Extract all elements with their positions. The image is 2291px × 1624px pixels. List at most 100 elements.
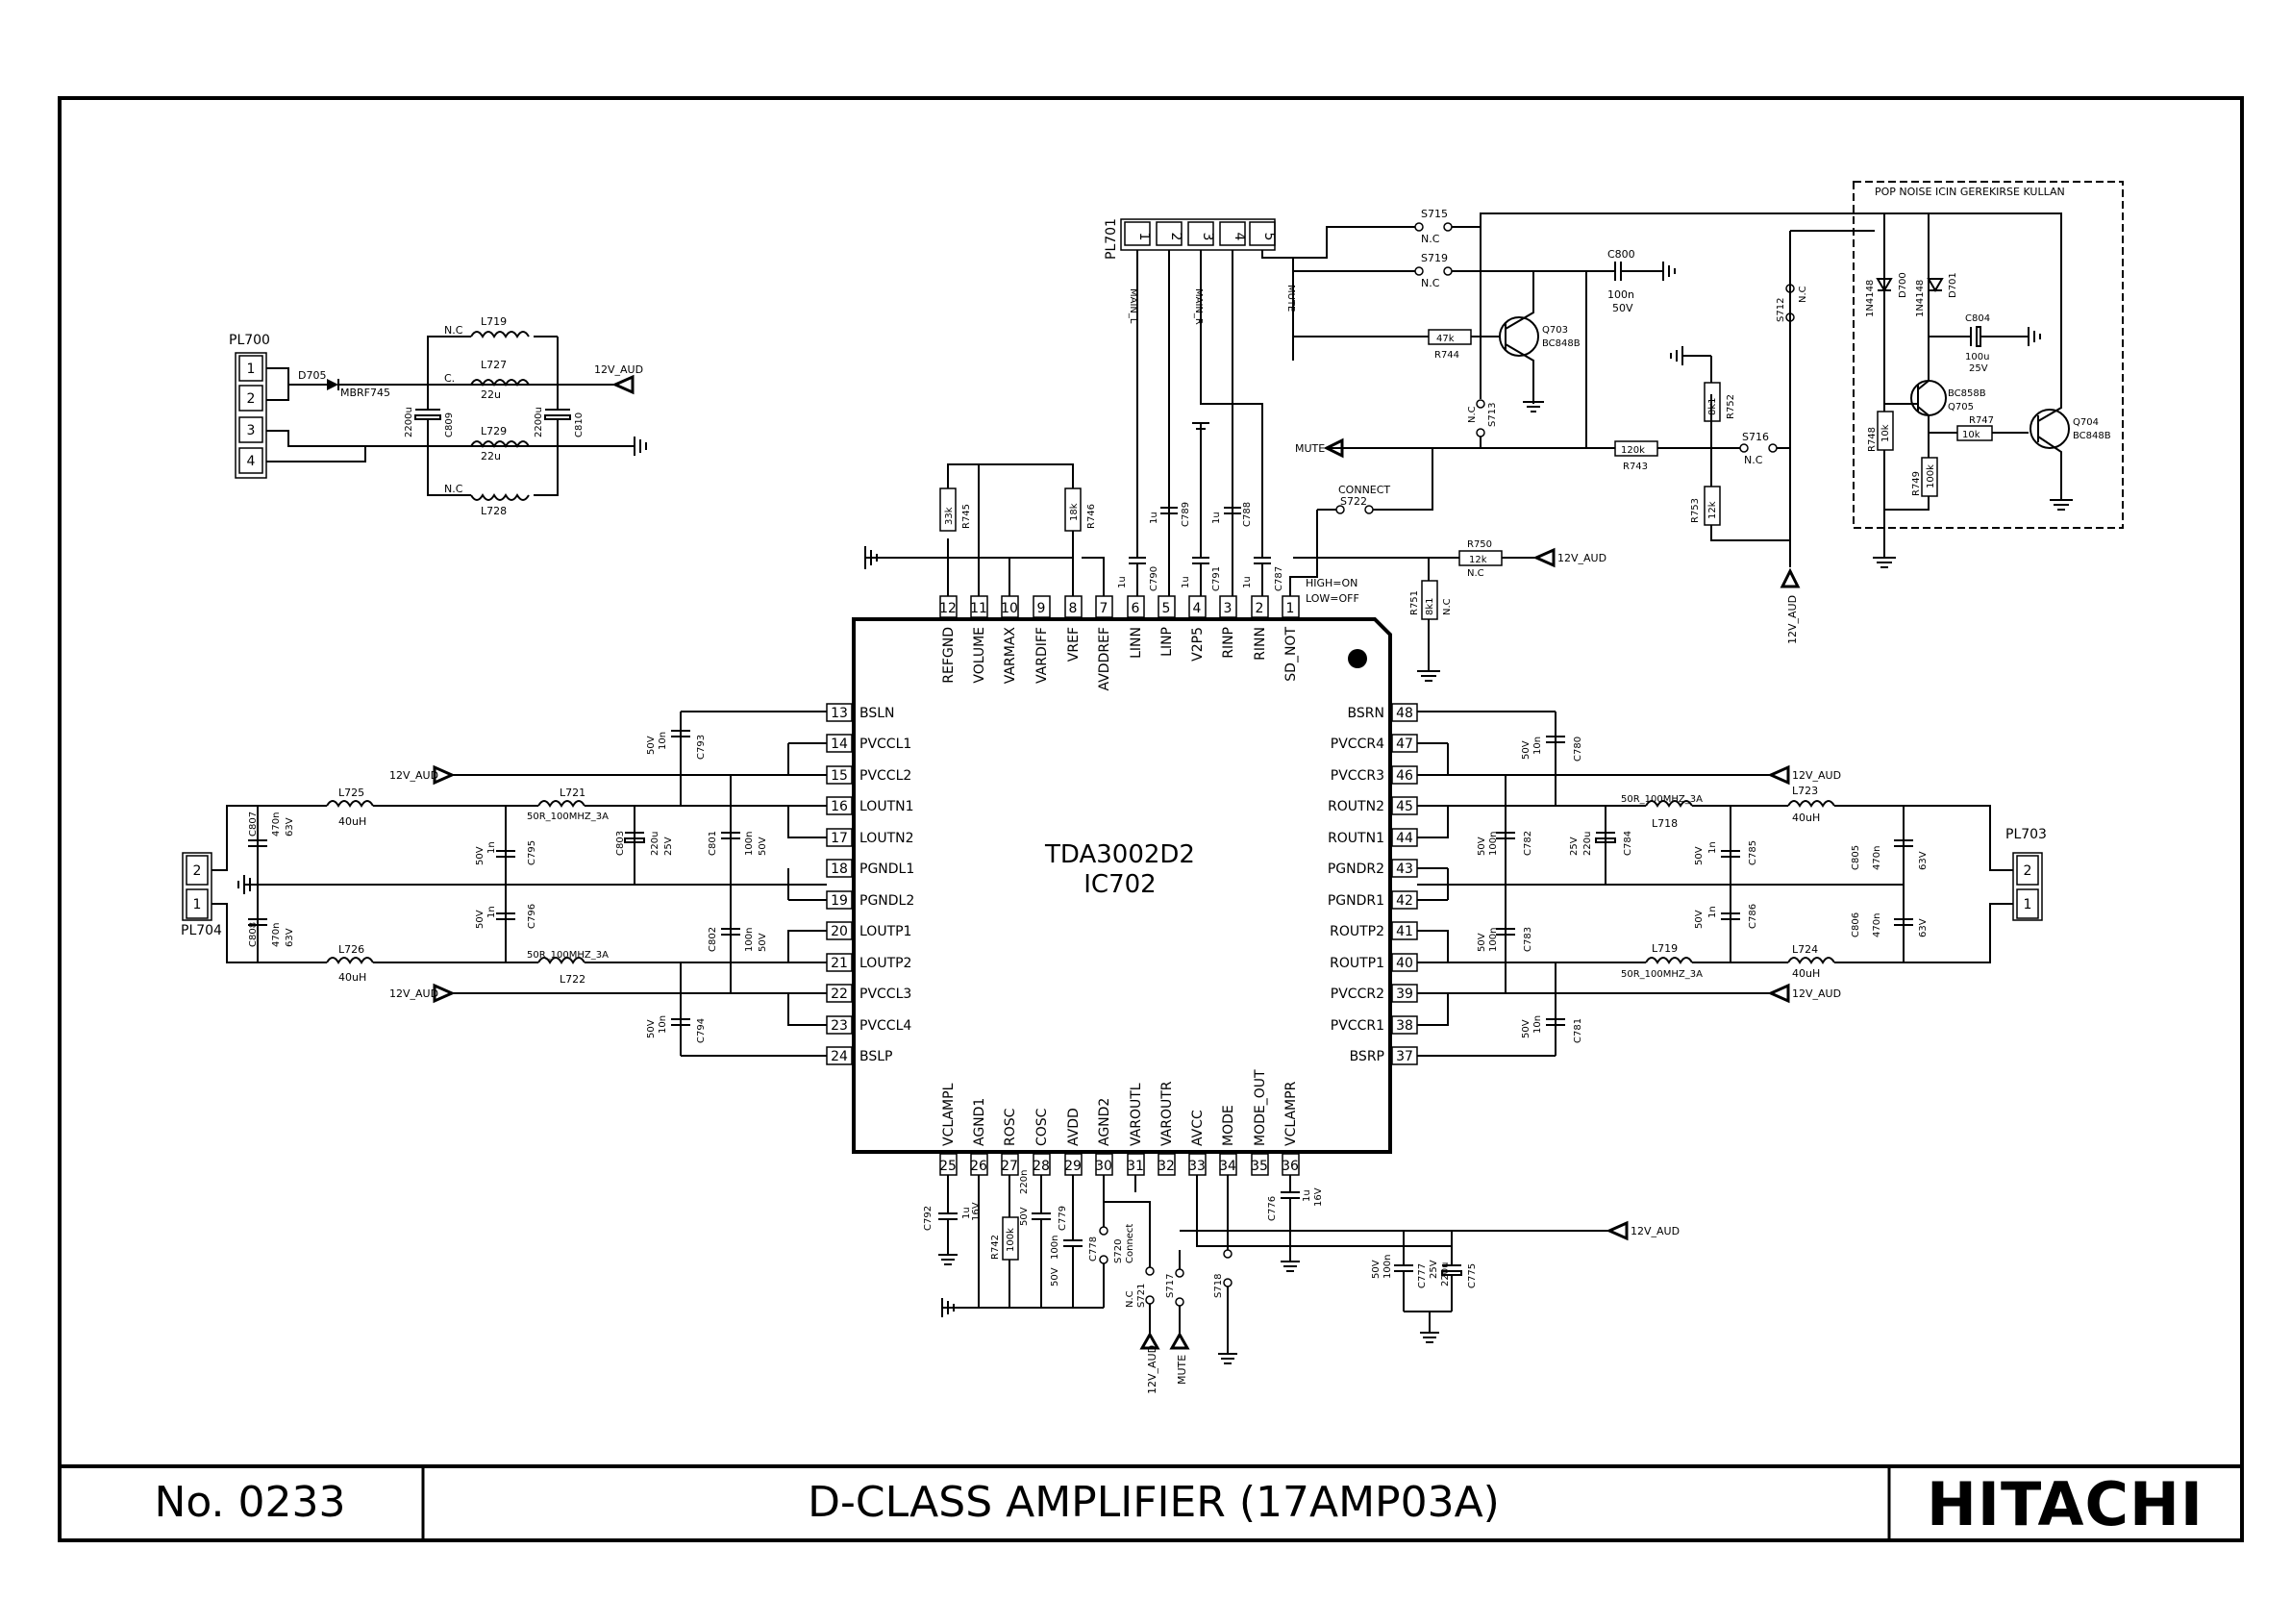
right-output-section: 2 1 PL703 C805 470n 63V C806 470n 63V L7… (1417, 711, 2047, 1057)
l719-ferrite (1645, 957, 1693, 964)
svg-text:BSLP: BSLP (859, 1049, 893, 1064)
svg-text:R752: R752 (1726, 394, 1736, 419)
c810-cap (544, 385, 571, 446)
svg-text:N.C: N.C (1125, 1290, 1135, 1308)
svg-text:C803: C803 (615, 831, 626, 856)
svg-text:C788: C788 (1242, 502, 1253, 527)
ic-reference: IC702 (1083, 870, 1156, 899)
svg-text:1: 1 (1286, 601, 1295, 616)
svg-text:N.C: N.C (1467, 568, 1484, 579)
svg-text:RINP: RINP (1221, 627, 1236, 659)
svg-text:10n: 10n (658, 1015, 668, 1034)
svg-text:L729: L729 (481, 425, 507, 437)
svg-text:17: 17 (831, 831, 848, 846)
svg-text:C781: C781 (1573, 1018, 1583, 1043)
svg-text:22u: 22u (481, 450, 501, 462)
svg-text:L719: L719 (481, 315, 507, 328)
svg-text:12V_AUD: 12V_AUD (1557, 552, 1606, 564)
svg-text:40uH: 40uH (338, 815, 366, 828)
svg-text:470n: 470n (271, 812, 282, 837)
svg-text:43: 43 (1396, 862, 1413, 877)
svg-text:C809: C809 (444, 412, 455, 437)
ic702-body (852, 617, 1392, 1154)
svg-text:13: 13 (831, 706, 848, 721)
brand-logo: HITACHI (1927, 1469, 2204, 1539)
svg-text:Q704: Q704 (2073, 417, 2099, 428)
svg-text:470n: 470n (1872, 846, 1882, 870)
svg-text:PGNDR2: PGNDR2 (1328, 862, 1384, 877)
svg-text:AVDD: AVDD (1066, 1108, 1082, 1146)
svg-text:N.C: N.C (1467, 406, 1478, 423)
svg-text:2: 2 (193, 863, 202, 879)
sheet-border (58, 96, 2244, 1542)
l727-coil (470, 379, 530, 387)
svg-text:C775: C775 (1467, 1263, 1478, 1288)
svg-text:CONNECT: CONNECT (1338, 484, 1390, 496)
svg-text:R744: R744 (1434, 350, 1459, 361)
svg-text:VOLUME: VOLUME (972, 627, 987, 684)
svg-text:50V: 50V (646, 736, 657, 755)
svg-text:S712: S712 (1776, 298, 1786, 322)
svg-text:ROUTN1: ROUTN1 (1328, 831, 1384, 846)
svg-text:6: 6 (1132, 601, 1140, 616)
svg-text:40uH: 40uH (1792, 812, 1820, 824)
svg-text:MODE: MODE (1221, 1105, 1236, 1146)
svg-text:VREF: VREF (1066, 627, 1082, 662)
pl703-connector (2012, 852, 2043, 921)
svg-text:R742: R742 (990, 1235, 1001, 1260)
svg-text:R749: R749 (1911, 471, 1922, 496)
svg-text:R751: R751 (1409, 590, 1420, 615)
svg-text:39: 39 (1396, 987, 1413, 1002)
svg-text:C804: C804 (1965, 313, 1990, 324)
svg-text:100n: 100n (1050, 1236, 1060, 1260)
svg-text:12k: 12k (1707, 501, 1718, 519)
svg-text:10n: 10n (1532, 737, 1543, 755)
svg-text:2: 2 (2024, 863, 2032, 879)
svg-text:S717: S717 (1165, 1274, 1176, 1298)
svg-text:100n: 100n (1382, 1255, 1393, 1279)
svg-text:C777: C777 (1417, 1263, 1428, 1288)
svg-text:120k: 120k (1621, 445, 1645, 456)
svg-text:50V: 50V (1050, 1267, 1060, 1287)
svg-text:22u: 22u (481, 388, 501, 401)
svg-text:AVDDREF: AVDDREF (1097, 627, 1112, 690)
svg-text:D700: D700 (1898, 272, 1908, 298)
svg-text:8k1: 8k1 (1425, 597, 1435, 615)
svg-text:35: 35 (1251, 1159, 1268, 1174)
svg-text:1u: 1u (1117, 576, 1128, 588)
svg-text:220u: 220u (1440, 1262, 1451, 1287)
svg-text:50R_100MHZ_3A: 50R_100MHZ_3A (527, 812, 609, 822)
svg-text:5: 5 (1162, 601, 1171, 616)
svg-text:ROUTP1: ROUTP1 (1330, 956, 1384, 971)
svg-text:L728: L728 (481, 505, 507, 517)
svg-text:8: 8 (1069, 601, 1078, 616)
svg-text:50V: 50V (1019, 1207, 1030, 1226)
svg-text:RINN: RINN (1253, 627, 1268, 661)
svg-text:N.C: N.C (1798, 286, 1808, 303)
svg-text:100n: 100n (744, 832, 755, 856)
svg-text:1: 1 (193, 897, 202, 912)
svg-text:VAROUTL: VAROUTL (1129, 1083, 1144, 1146)
svg-text:R747: R747 (1969, 415, 1994, 426)
svg-text:C789: C789 (1181, 502, 1191, 527)
svg-text:C807: C807 (248, 812, 259, 837)
svg-text:COSC: COSC (1034, 1108, 1050, 1146)
svg-text:C800: C800 (1607, 248, 1635, 261)
svg-text:1N4148: 1N4148 (1915, 280, 1926, 317)
svg-text:ROUTN2: ROUTN2 (1328, 799, 1384, 814)
svg-text:100k: 100k (1006, 1228, 1016, 1252)
svg-text:14: 14 (831, 737, 848, 752)
svg-text:50R_100MHZ_3A: 50R_100MHZ_3A (1621, 969, 1703, 980)
svg-text:PL704: PL704 (181, 923, 222, 938)
l719-coil (470, 331, 530, 338)
svg-text:44: 44 (1396, 831, 1413, 846)
svg-text:C787: C787 (1274, 566, 1284, 591)
svg-text:C808: C808 (248, 922, 259, 947)
svg-text:S722: S722 (1340, 495, 1367, 508)
svg-text:S713: S713 (1487, 403, 1498, 427)
svg-text:100k: 100k (1926, 464, 1936, 488)
svg-text:2: 2 (1256, 601, 1264, 616)
svg-text:100n: 100n (1488, 832, 1499, 856)
svg-text:63V: 63V (285, 928, 295, 947)
